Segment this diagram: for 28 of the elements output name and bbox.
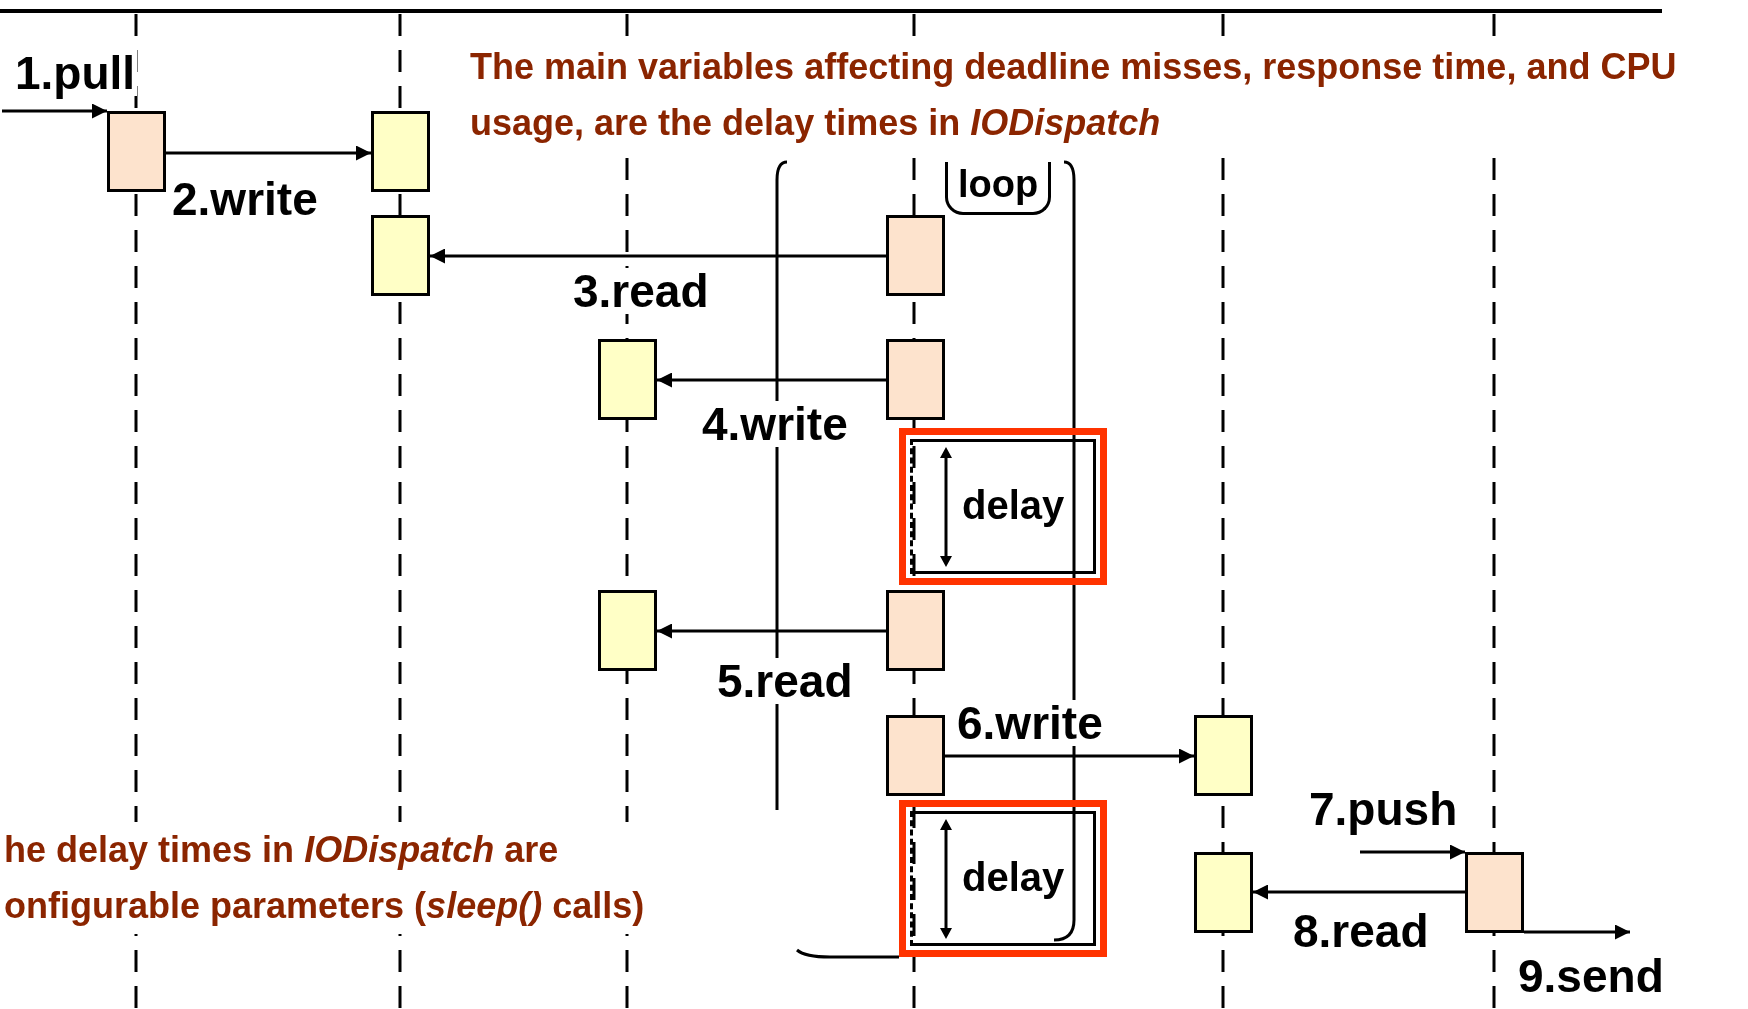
delay-frame <box>899 800 1107 957</box>
loop-label: loop <box>945 162 1052 215</box>
message-label: 4.write <box>700 401 850 447</box>
arrow <box>945 748 1194 764</box>
activation-bar <box>371 111 430 192</box>
arrow <box>1524 924 1630 940</box>
activation-bar <box>371 215 430 296</box>
activation-bar <box>598 590 657 671</box>
arrow <box>1360 844 1465 860</box>
arrow <box>657 372 886 388</box>
arrow <box>1253 884 1465 900</box>
activation-bar <box>886 715 945 796</box>
activation-bar <box>886 590 945 671</box>
arrow <box>430 248 886 264</box>
activation-bar <box>1465 852 1524 933</box>
arrow <box>657 623 886 639</box>
activation-bar <box>598 339 657 420</box>
message-label: 6.write <box>955 700 1105 746</box>
activation-bar <box>886 215 945 296</box>
activation-bar <box>1194 715 1253 796</box>
delay-label: delay <box>962 485 1065 525</box>
activation-bar <box>1194 852 1253 933</box>
delay-label: delay <box>962 857 1065 897</box>
activation-bar <box>886 339 945 420</box>
arrow <box>2 103 107 119</box>
delay-frame <box>899 428 1107 585</box>
activation-bar <box>107 111 166 192</box>
arrow <box>166 145 371 161</box>
